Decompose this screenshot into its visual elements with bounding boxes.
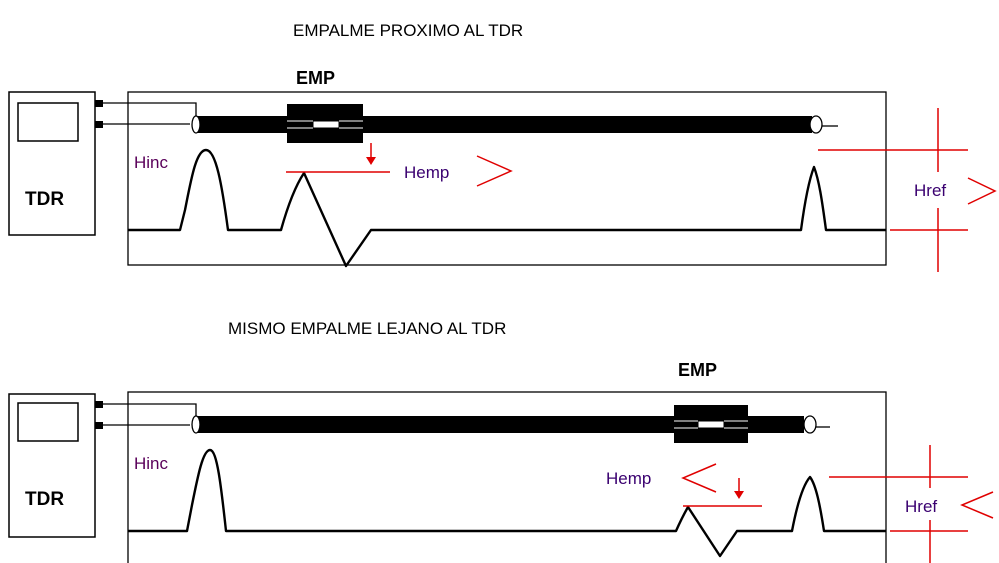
top-hemp-arrow-head: [366, 157, 376, 165]
top-display-frame: [127, 91, 887, 266]
bottom-lead-wires: [103, 403, 197, 426]
bottom-connector-upper: [95, 401, 103, 408]
top-tdr-screen: [17, 102, 79, 142]
bottom-hemp-label: Hemp: [606, 469, 651, 488]
top-lead-wires: [103, 102, 197, 125]
bottom-hemp-less-sign: [681, 463, 717, 493]
top-tdr-label: TDR: [25, 189, 64, 210]
top-hinc-label: Hinc: [134, 153, 169, 172]
bottom-href-label: Href: [905, 497, 937, 516]
bottom-title: MISMO EMPALME LEJANO AL TDR: [228, 319, 506, 338]
bottom-connector-lower: [95, 422, 103, 429]
bottom-href-less-sign: [960, 491, 994, 519]
top-connector-lower: [95, 121, 103, 128]
top-splice-sleeve: [312, 120, 340, 129]
top-emp-label: EMP: [296, 68, 335, 88]
bottom-trace: [128, 448, 886, 558]
bottom-splice-fibers: [674, 420, 748, 429]
top-title: EMPALME PROXIMO AL TDR: [293, 21, 523, 40]
bottom-splice-sleeve: [697, 420, 725, 429]
top-cable-start-end: [191, 115, 201, 134]
top-connector-upper: [95, 100, 103, 107]
top-cable-far-end: [809, 115, 823, 134]
bottom-cable-start-end: [191, 415, 201, 434]
top-href-greater-sign: [967, 177, 997, 205]
top-hemp-label: Hemp: [404, 163, 449, 182]
bottom-display-frame: [127, 391, 887, 563]
bottom-tdr-screen: [17, 402, 79, 442]
top-trace: [128, 148, 886, 268]
top-diagram: EMPALME PROXIMO AL TDR TDR EMP Hemp Hinc: [8, 21, 997, 272]
bottom-cable: [196, 416, 804, 433]
top-splice-fibers: [287, 120, 363, 129]
top-href-label: Href: [914, 181, 946, 200]
bottom-diagram: MISMO EMPALME LEJANO AL TDR TDR EMP Hemp…: [8, 319, 994, 563]
top-hemp-greater-sign: [476, 155, 513, 187]
bottom-emp-label: EMP: [678, 360, 717, 380]
bottom-hemp-arrow-head: [734, 491, 744, 499]
bottom-hinc-label: Hinc: [134, 454, 169, 473]
bottom-cable-far-end: [803, 415, 817, 434]
bottom-tdr-label: TDR: [25, 489, 64, 510]
